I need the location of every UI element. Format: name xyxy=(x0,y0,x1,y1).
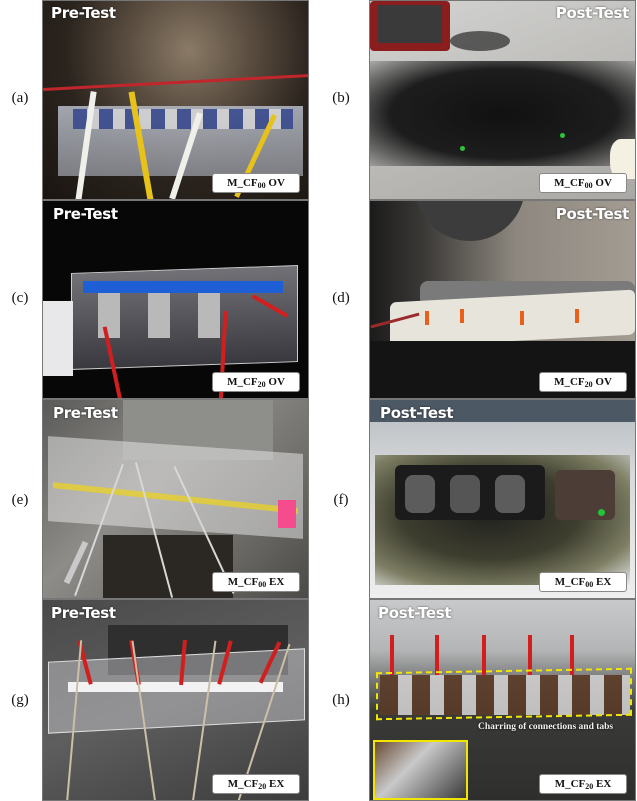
panel-label-h: (h) xyxy=(332,692,350,708)
panel-label-f: (f) xyxy=(333,492,349,508)
module-badge: M_CF20 OV xyxy=(212,372,300,392)
module-badge: M_CF20 EX xyxy=(539,774,627,794)
stage-tag: Post-Test xyxy=(555,205,630,223)
panel-label-a: (a) xyxy=(11,90,29,106)
panel-h-photo: Charring of connections and tabs Post-Te… xyxy=(369,599,636,801)
stage-tag: Post-Test xyxy=(380,404,454,422)
panel-label-b: (b) xyxy=(332,90,350,106)
inset-closeup xyxy=(373,740,468,800)
stage-tag: Pre-Test xyxy=(51,4,116,22)
module-badge: M_CF00 EX xyxy=(212,572,300,592)
stage-tag: Pre-Test xyxy=(53,205,118,223)
stage-tag: Post-Test xyxy=(555,4,630,22)
panel-label-d: (d) xyxy=(332,290,350,306)
panel-e-photo: Pre-Test M_CF00 EX xyxy=(42,399,309,599)
charring-highlight-box xyxy=(376,667,632,721)
panel-label-g: (g) xyxy=(11,692,29,708)
panel-b-photo: Post-Test M_CF00 OV xyxy=(369,0,636,200)
panel-g-photo: Pre-Test M_CF20 EX xyxy=(42,599,309,801)
module-badge: M_CF00 EX xyxy=(539,572,627,592)
panel-a-photo: Pre-Test M_CF00 OV xyxy=(42,0,309,200)
stage-tag: Post-Test xyxy=(378,604,452,622)
panel-f-photo: Post-Test M_CF00 EX xyxy=(369,399,636,599)
module-badge: M_CF00 OV xyxy=(212,173,300,193)
module-badge: M_CF20 EX xyxy=(212,774,300,794)
charring-annotation: Charring of connections and tabs xyxy=(478,722,614,732)
stage-tag: Pre-Test xyxy=(53,404,118,422)
module-badge: M_CF20 OV xyxy=(539,372,627,392)
panel-label-c: (c) xyxy=(11,290,29,306)
module-badge: M_CF00 OV xyxy=(539,173,627,193)
panel-c-photo: Pre-Test M_CF20 OV xyxy=(42,200,309,399)
panel-label-e: (e) xyxy=(11,492,29,508)
panel-d-photo: Post-Test M_CF20 OV xyxy=(369,200,636,399)
stage-tag: Pre-Test xyxy=(51,604,116,622)
